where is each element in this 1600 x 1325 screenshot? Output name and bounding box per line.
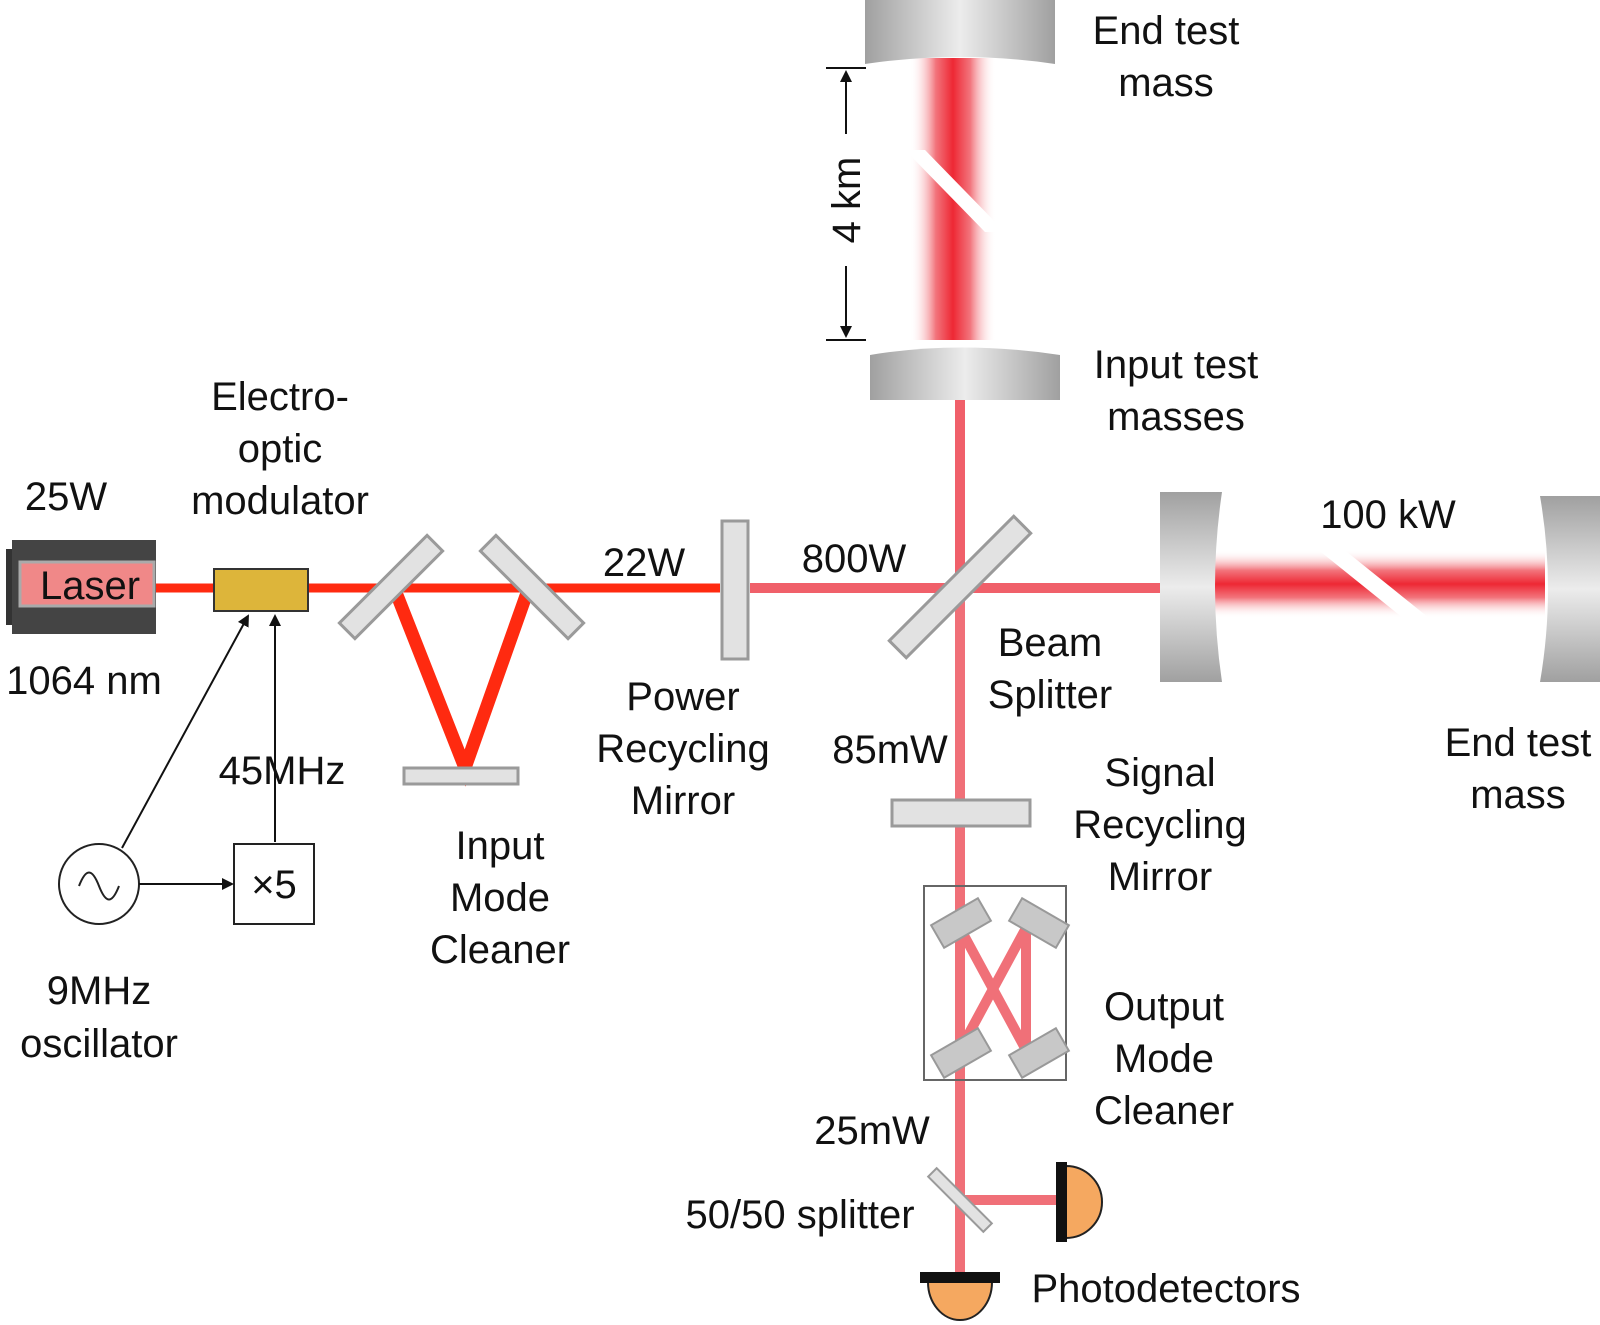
arm-length-label: 4 km	[825, 157, 869, 244]
electro-optic-modulator	[213, 568, 309, 612]
multiplier-label: ×5	[251, 863, 297, 907]
y-arm-cavity-beam	[905, 58, 1005, 340]
input-mode-cleaner-mirrors	[337, 533, 586, 786]
photodetector-bottom	[920, 1272, 1000, 1321]
end-test-mass-top-label-line-2: mass	[1118, 61, 1214, 105]
arm-length-marker	[826, 67, 866, 341]
end-test-mass-right-label-line-2: mass	[1470, 773, 1566, 817]
input-test-mass-top	[870, 347, 1060, 400]
prm-label-line-1: Power	[626, 675, 739, 719]
input-test-masses-label-line-1: Input test	[1094, 343, 1259, 387]
eom-label-line-3: modulator	[191, 479, 369, 523]
srm-label-line-1: Signal	[1104, 751, 1215, 795]
beam-splitter-label-line-2: Splitter	[988, 673, 1113, 717]
power-25mw-label: 25mW	[814, 1109, 930, 1153]
imc-label-line-2: Mode	[450, 876, 550, 920]
end-test-mass-right-label-line-1: End test	[1445, 721, 1592, 765]
output-mode-cleaner-enclosure	[923, 885, 1067, 1081]
end-test-mass-top-label-line-1: End test	[1093, 9, 1240, 53]
omc-label-line-1: Output	[1104, 985, 1224, 1029]
power-800w-label: 800W	[802, 537, 907, 581]
eom-label-line-1: Electro-	[211, 375, 349, 419]
oscillator-symbol	[58, 843, 140, 925]
imc-label-line-1: Input	[456, 824, 545, 868]
laser-power-label: 25W	[25, 475, 107, 519]
fifty-fifty-splitter	[926, 1166, 994, 1234]
laser-label: Laser	[40, 564, 140, 608]
input-test-masses-label-line-2: masses	[1107, 395, 1245, 439]
imc-label-line-3: Cleaner	[430, 928, 570, 972]
prm-label-line-3: Mirror	[631, 779, 735, 823]
photodetector-right	[1056, 1162, 1103, 1242]
end-test-mass-right	[1540, 496, 1600, 682]
power-recycling-mirror	[720, 519, 750, 661]
end-test-mass-top	[865, 0, 1055, 64]
wavelength-label: 1064 nm	[6, 659, 162, 703]
eom-label-line-2: optic	[238, 427, 323, 471]
input-test-mass-right	[1160, 492, 1222, 682]
signal-recycling-mirror	[890, 798, 1032, 828]
beam-splitter	[887, 514, 1033, 660]
fifty-fifty-splitter-label: 50/50 splitter	[685, 1193, 914, 1237]
output-mode-cleaner-mirrors	[929, 896, 1071, 1080]
oscillator-label-line-2: oscillator	[20, 1022, 178, 1066]
oscillator-connections	[121, 614, 281, 890]
srm-label-line-2: Recycling	[1073, 803, 1246, 847]
omc-label-line-2: Mode	[1114, 1037, 1214, 1081]
laser-source	[6, 540, 156, 634]
freq-45-label: 45MHz	[219, 749, 346, 793]
beam-splitter-label-line-1: Beam	[998, 621, 1103, 665]
omc-label-line-3: Cleaner	[1094, 1089, 1234, 1133]
power-85mw-label: 85mW	[832, 728, 948, 772]
oscillator-label-line-1: 9MHz	[47, 969, 151, 1013]
srm-label-line-3: Mirror	[1108, 855, 1212, 899]
prm-label-line-2: Recycling	[596, 727, 769, 771]
power-22w-label: 22W	[603, 541, 685, 585]
x-arm-cavity-beam	[1215, 548, 1545, 622]
power-100kw-label: 100 kW	[1320, 493, 1456, 537]
frequency-multiplier-box	[233, 843, 315, 925]
photodetectors-label: Photodetectors	[1031, 1267, 1300, 1311]
